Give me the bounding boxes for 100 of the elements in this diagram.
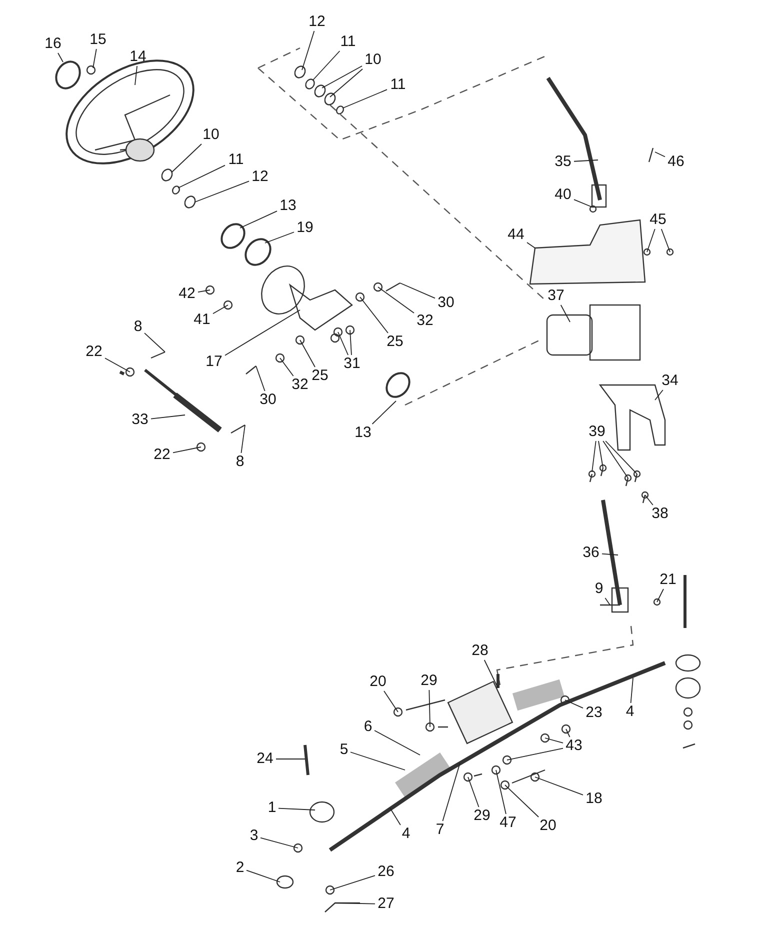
leader-line [350, 752, 406, 770]
leader-line [104, 358, 130, 372]
callout-number: 13 [353, 425, 373, 441]
callout-number: 18 [584, 791, 604, 807]
callout-number: 47 [498, 815, 518, 831]
callout-number: 42 [177, 286, 197, 302]
leader-line [280, 358, 294, 376]
leader-line [330, 875, 376, 890]
callout-number: 12 [307, 14, 327, 30]
callout-number: 37 [546, 288, 566, 304]
leader-line [566, 728, 570, 738]
callout-number: 24 [255, 751, 275, 767]
leader-line [198, 290, 210, 293]
leader-line [384, 690, 398, 712]
leader-line [592, 440, 596, 472]
leader-line [150, 414, 186, 420]
callout-number: 39 [587, 424, 607, 440]
leader-line [496, 770, 506, 814]
callout-number: 34 [660, 373, 680, 389]
callout-number: 27 [376, 896, 396, 912]
callout-number: 44 [506, 227, 526, 243]
callout-number: 30 [258, 392, 278, 408]
leader-line [334, 902, 376, 904]
leader-line [246, 870, 280, 882]
leader-line [378, 286, 414, 314]
leader-line [322, 66, 362, 88]
callout-number: 41 [192, 312, 212, 328]
leader-line [574, 160, 598, 162]
callout-number: 14 [128, 49, 148, 65]
leader-line [240, 424, 246, 454]
leader-line [646, 228, 656, 252]
callout-number: 31 [342, 356, 362, 372]
leader-line [350, 330, 352, 356]
callout-number: 26 [376, 864, 396, 880]
callout-number: 25 [310, 368, 330, 384]
callout-number: 2 [234, 860, 246, 876]
callout-number: 23 [584, 705, 604, 721]
leader-line [302, 30, 315, 70]
callout-number: 25 [385, 334, 405, 350]
callout-number: 15 [88, 32, 108, 48]
callout-number: 8 [234, 454, 246, 470]
leader-line [660, 228, 670, 252]
callout-number: 22 [84, 344, 104, 360]
leader-line [602, 553, 618, 556]
callout-number: 32 [415, 313, 435, 329]
leader-line [212, 304, 228, 314]
leader-line [360, 296, 388, 334]
leader-line [278, 808, 316, 810]
callout-number: 46 [666, 154, 686, 170]
callout-number: 7 [434, 822, 446, 838]
leader-line [604, 598, 610, 606]
callout-number: 20 [538, 818, 558, 834]
leader-line [654, 390, 664, 400]
callout-number: 33 [130, 412, 150, 428]
callout-number: 35 [553, 154, 573, 170]
callout-number: 4 [400, 826, 412, 842]
callout-number: 11 [226, 152, 246, 168]
callout-number: 43 [564, 738, 584, 754]
leader-line [656, 588, 664, 602]
callout-number: 29 [419, 673, 439, 689]
leader-line [504, 784, 539, 818]
leader-line [574, 199, 592, 208]
leader-line [92, 48, 97, 68]
leader-line [374, 730, 420, 756]
leader-line [58, 52, 64, 62]
leader-line [342, 89, 388, 108]
leader-line [172, 144, 202, 172]
leader-line [526, 242, 536, 248]
callout-number: 21 [658, 572, 678, 588]
leader-line [442, 762, 460, 822]
callout-number: 9 [594, 581, 604, 597]
leader-line [630, 678, 634, 704]
leader-line [598, 440, 604, 468]
callout-number: 8 [132, 319, 144, 335]
leader-line [264, 232, 294, 244]
leader-line [654, 152, 666, 158]
callout-number: 17 [204, 354, 224, 370]
callout-number: 29 [472, 808, 492, 824]
leader-line [256, 366, 266, 392]
leader-line [644, 494, 654, 506]
callout-number: 6 [362, 719, 374, 735]
callout-number: 19 [295, 220, 315, 236]
leader-line [240, 210, 278, 228]
leader-line [400, 282, 436, 299]
callout-number: 36 [581, 545, 601, 561]
callout-number: 28 [470, 643, 490, 659]
leader-line [602, 440, 628, 478]
leader-line [468, 776, 480, 808]
leader-line [260, 837, 298, 848]
callout-number: 22 [152, 447, 172, 463]
leader-line [224, 310, 300, 356]
leader-line [178, 164, 226, 188]
leader-line [172, 446, 202, 454]
leader-line [506, 748, 564, 760]
leader-line [144, 332, 166, 352]
leader-line [338, 332, 349, 356]
callout-number: 5 [338, 742, 350, 758]
callout-number: 11 [388, 77, 408, 93]
leader-line [390, 808, 401, 826]
callout-number: 32 [290, 377, 310, 393]
